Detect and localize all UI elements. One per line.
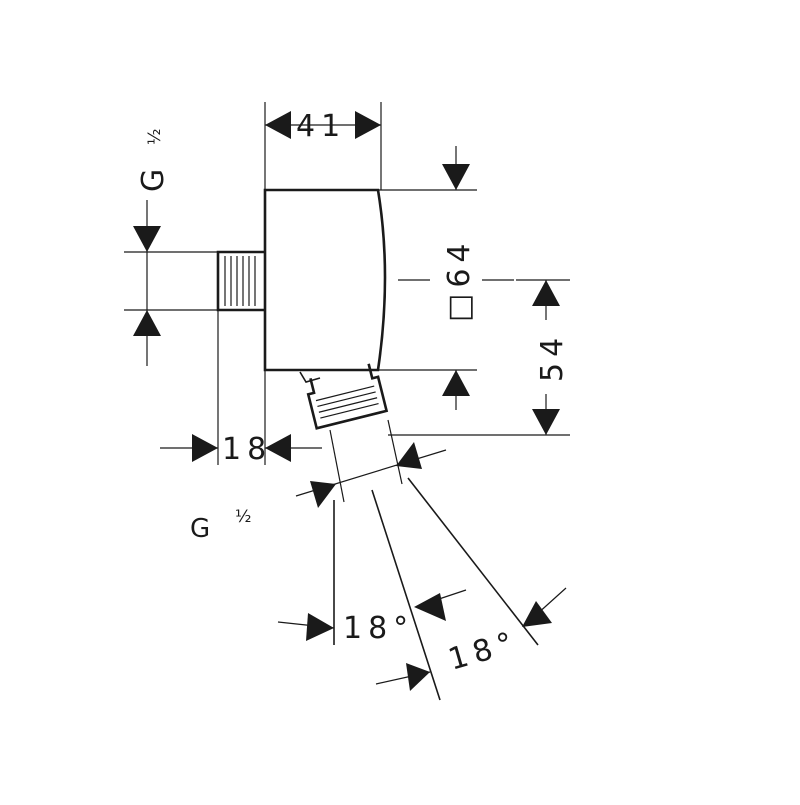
dimension-square: □64 [378,146,514,410]
dimension-outlet-thread: G ½ [190,419,447,544]
inlet-thread-letter: G [136,163,171,192]
dimension-inlet-thread: G ½ [124,129,218,366]
dim-width-label: 41 [296,109,346,144]
dimension-height: 54 [388,279,570,436]
wall-outlet-body [263,188,387,372]
swivel-angle-lines [333,477,539,701]
outlet-thread-letter: G [190,514,215,544]
outlet-thread-size: ½ [235,507,251,527]
dimension-angle-left: 18° [277,589,467,646]
angle-left-label: 18° [343,611,414,646]
inlet-thread [216,250,265,312]
dim-height-label: 54 [535,332,570,382]
dimension-stub: 18 [160,310,322,467]
inlet-thread-size: ½ [145,129,165,145]
dim-stub-label: 18 [222,432,272,467]
outlet-connector [306,363,389,430]
dim-square-label: □64 [442,237,477,322]
outlet-connector-neck [299,371,321,383]
angle-right-label: 18° [445,624,523,677]
dimension-width: 41 [264,102,382,190]
